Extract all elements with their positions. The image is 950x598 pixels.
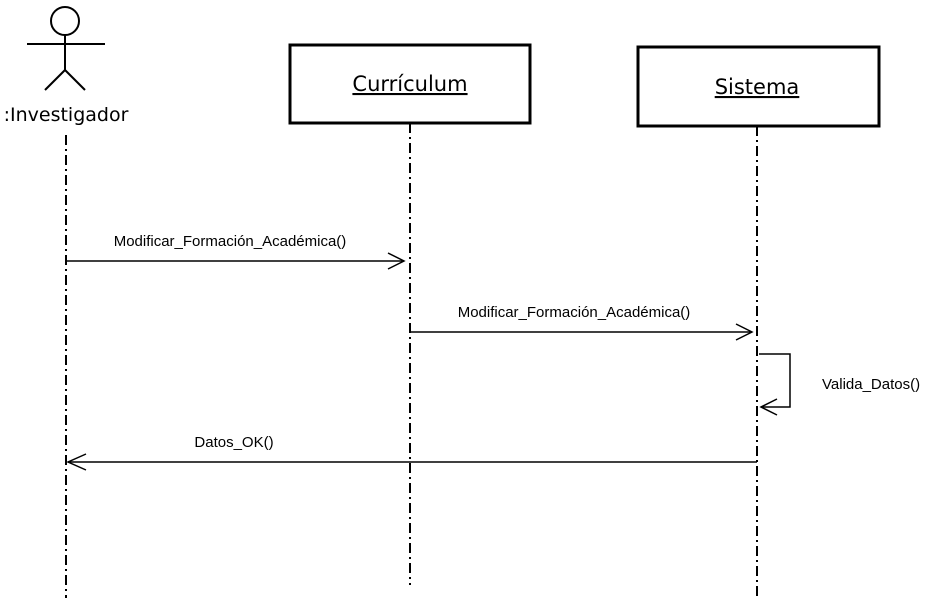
message-label: Valida_Datos() bbox=[822, 376, 920, 393]
participant-label: Sistema bbox=[715, 75, 800, 99]
participant-box bbox=[636, 45, 881, 128]
message-valida-datos: Valida_Datos() bbox=[759, 353, 920, 416]
participant-curriculum: Currículum bbox=[288, 43, 532, 125]
participant-box bbox=[288, 43, 532, 125]
participant-sistema: Sistema bbox=[636, 45, 881, 128]
message-modificar-formacion-2: Modificar_Formación_Académica() bbox=[410, 304, 754, 341]
actor-stick-figure-icon bbox=[27, 6, 105, 91]
actor-investigador: :Investigador bbox=[4, 6, 129, 126]
message-label: Datos_OK() bbox=[194, 434, 273, 451]
arrow-head-icon bbox=[735, 323, 754, 341]
arrow-head-icon bbox=[66, 453, 87, 471]
message-datos-ok: Datos_OK() bbox=[66, 434, 757, 471]
participant-label: Currículum bbox=[352, 72, 467, 96]
message-modificar-formacion-1: Modificar_Formación_Académica() bbox=[66, 233, 406, 270]
message-label: Modificar_Formación_Académica() bbox=[458, 304, 691, 321]
message-label: Modificar_Formación_Académica() bbox=[114, 233, 347, 250]
actor-label: :Investigador bbox=[4, 104, 129, 126]
arrow-head-icon bbox=[759, 398, 778, 416]
arrow-head-icon bbox=[387, 252, 406, 270]
message-line bbox=[759, 353, 791, 408]
